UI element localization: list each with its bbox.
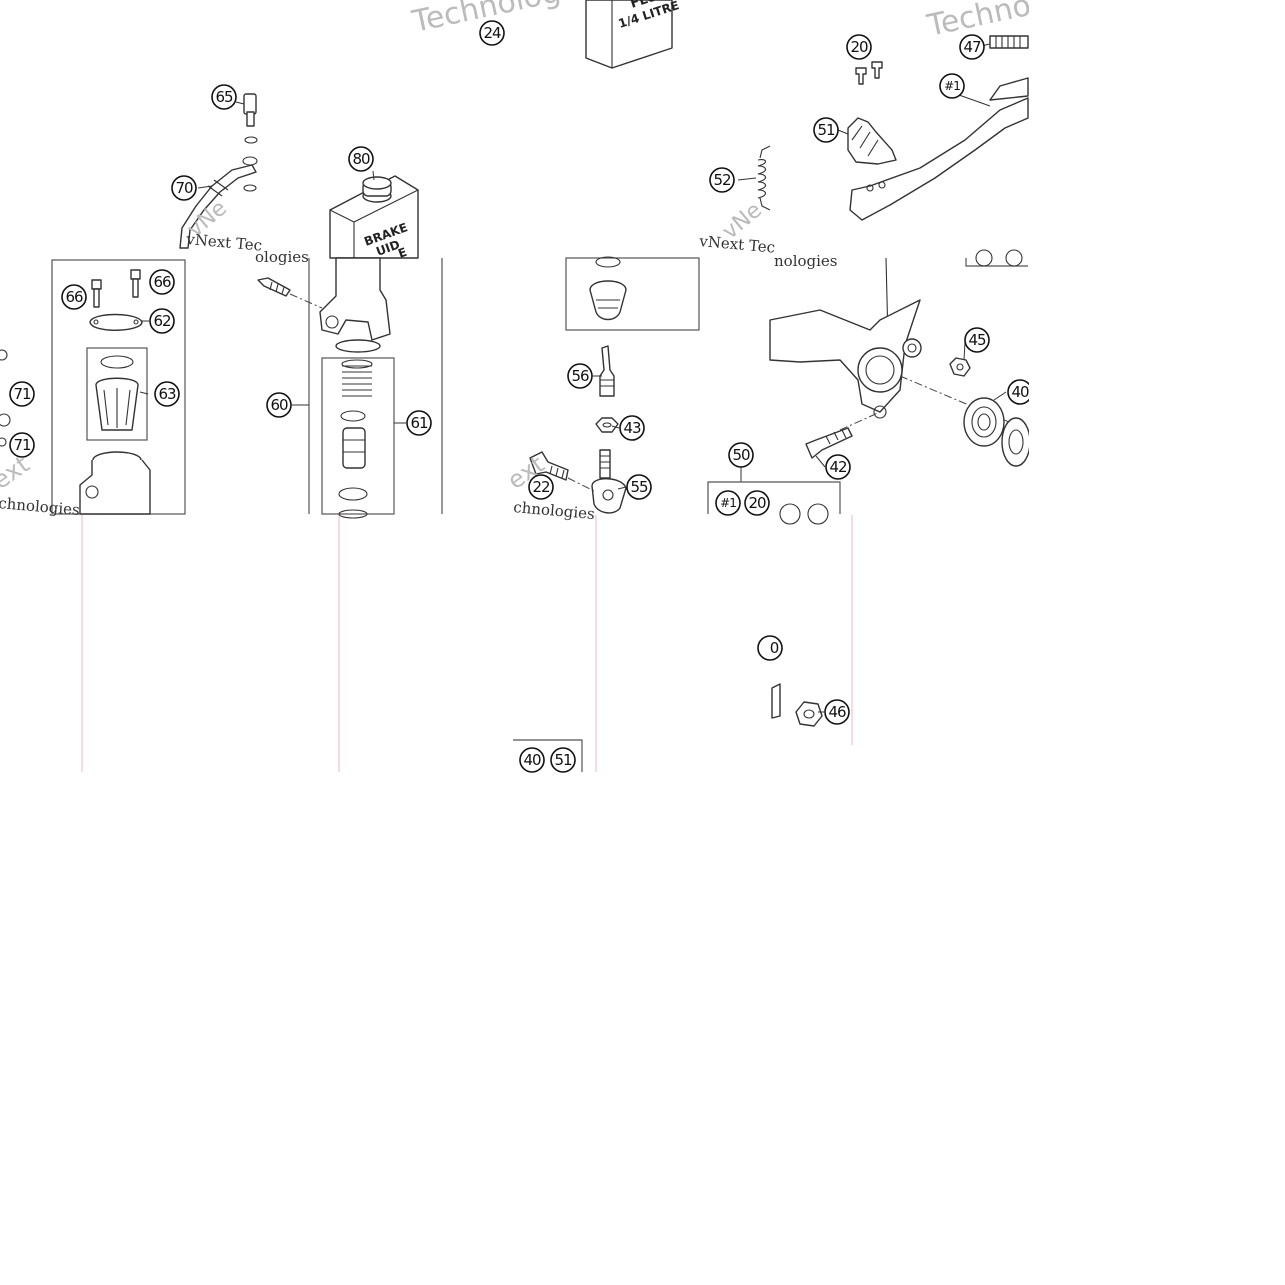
callout-45: 45 <box>964 327 990 353</box>
svg-text:42: 42 <box>829 458 847 476</box>
svg-text:62: 62 <box>153 312 171 330</box>
watermark: ologies <box>255 248 309 266</box>
callout-42: 42 <box>825 454 851 480</box>
brake-reservoir: BRAKE UID E <box>329 175 419 261</box>
svg-text:20: 20 <box>850 38 868 56</box>
svg-text:52: 52 <box>713 171 731 189</box>
callout-60: 60 <box>266 392 292 418</box>
watermark: nologies <box>774 252 838 270</box>
svg-text:56: 56 <box>571 367 589 385</box>
watermark: chnologies <box>0 494 80 519</box>
callout-1: #1 <box>939 73 965 99</box>
svg-text:66: 66 <box>65 288 83 306</box>
svg-text:71: 71 <box>13 436 31 454</box>
svg-text:45: 45 <box>968 331 986 349</box>
pedal-pivot: nologies <box>769 249 1031 727</box>
callout-61: 61 <box>406 410 432 436</box>
svg-text:20: 20 <box>748 494 766 512</box>
callout-20: 20 <box>846 34 872 60</box>
callout-51: 51 <box>813 117 839 143</box>
svg-text:51: 51 <box>817 121 835 139</box>
svg-text:43: 43 <box>623 419 641 437</box>
watermark: Technologies <box>408 0 605 40</box>
callout-51: 51 <box>550 747 576 773</box>
svg-text:66: 66 <box>153 273 171 291</box>
callout-46: 46 <box>824 699 850 725</box>
svg-text:24: 24 <box>483 24 501 42</box>
return-spring: vNext Tec vNe <box>698 145 776 257</box>
svg-text:#1: #1 <box>944 79 960 93</box>
watermark: ext <box>0 450 35 495</box>
callout-40: 40 <box>1007 379 1033 405</box>
watermark: chnologies <box>513 498 596 523</box>
callout-40: 40 <box>519 747 545 773</box>
callout-47: 47 <box>959 34 985 60</box>
callout-partial: 0 <box>757 635 783 661</box>
svg-text:61: 61 <box>410 414 428 432</box>
brake-fluid-bottle: FLU 1/4 LITRE <box>585 0 681 69</box>
callout-63: 63 <box>154 381 180 407</box>
svg-text:40: 40 <box>523 751 541 769</box>
callout-20: 20 <box>744 490 770 516</box>
svg-text:80: 80 <box>352 150 370 168</box>
svg-text:22: 22 <box>532 478 550 496</box>
master-cylinder: ologies <box>255 248 443 519</box>
callout-71: 71 <box>9 381 35 407</box>
svg-text:70: 70 <box>175 179 193 197</box>
svg-text:63: 63 <box>158 385 176 403</box>
kit-box-50 <box>707 467 841 525</box>
leaders <box>139 43 1007 713</box>
svg-text:51: 51 <box>554 751 572 769</box>
svg-text:40: 40 <box>1011 383 1029 401</box>
blank-area <box>1029 0 1285 520</box>
svg-text:#1: #1 <box>720 496 736 510</box>
push-rod-group: ext chnologies <box>502 256 700 772</box>
svg-text:71: 71 <box>13 385 31 403</box>
svg-text:0: 0 <box>770 639 779 657</box>
bottle-label-1: FLU <box>629 0 660 12</box>
callout-71: 71 <box>9 432 35 458</box>
callout-62: 62 <box>149 308 175 334</box>
callout-22: 22 <box>528 474 554 500</box>
svg-text:46: 46 <box>828 703 846 721</box>
callout-1: #1 <box>715 490 741 516</box>
svg-text:55: 55 <box>630 478 648 496</box>
callout-55: 55 <box>626 474 652 500</box>
callout-80: 80 <box>348 146 374 172</box>
callout-66: 66 <box>61 284 87 310</box>
callout-56: 56 <box>567 363 593 389</box>
callout-65: 65 <box>211 84 237 110</box>
callout-70: 70 <box>171 175 197 201</box>
callout-50: 50 <box>728 442 754 468</box>
callout-24: 24 <box>479 20 505 46</box>
svg-text:60: 60 <box>270 396 288 414</box>
svg-text:47: 47 <box>963 38 981 56</box>
brake-pedal: Technol <box>847 0 1042 221</box>
callout-43: 43 <box>619 415 645 441</box>
callout-66: 66 <box>149 269 175 295</box>
svg-text:50: 50 <box>732 446 750 464</box>
svg-text:65: 65 <box>215 88 233 106</box>
callout-52: 52 <box>709 167 735 193</box>
